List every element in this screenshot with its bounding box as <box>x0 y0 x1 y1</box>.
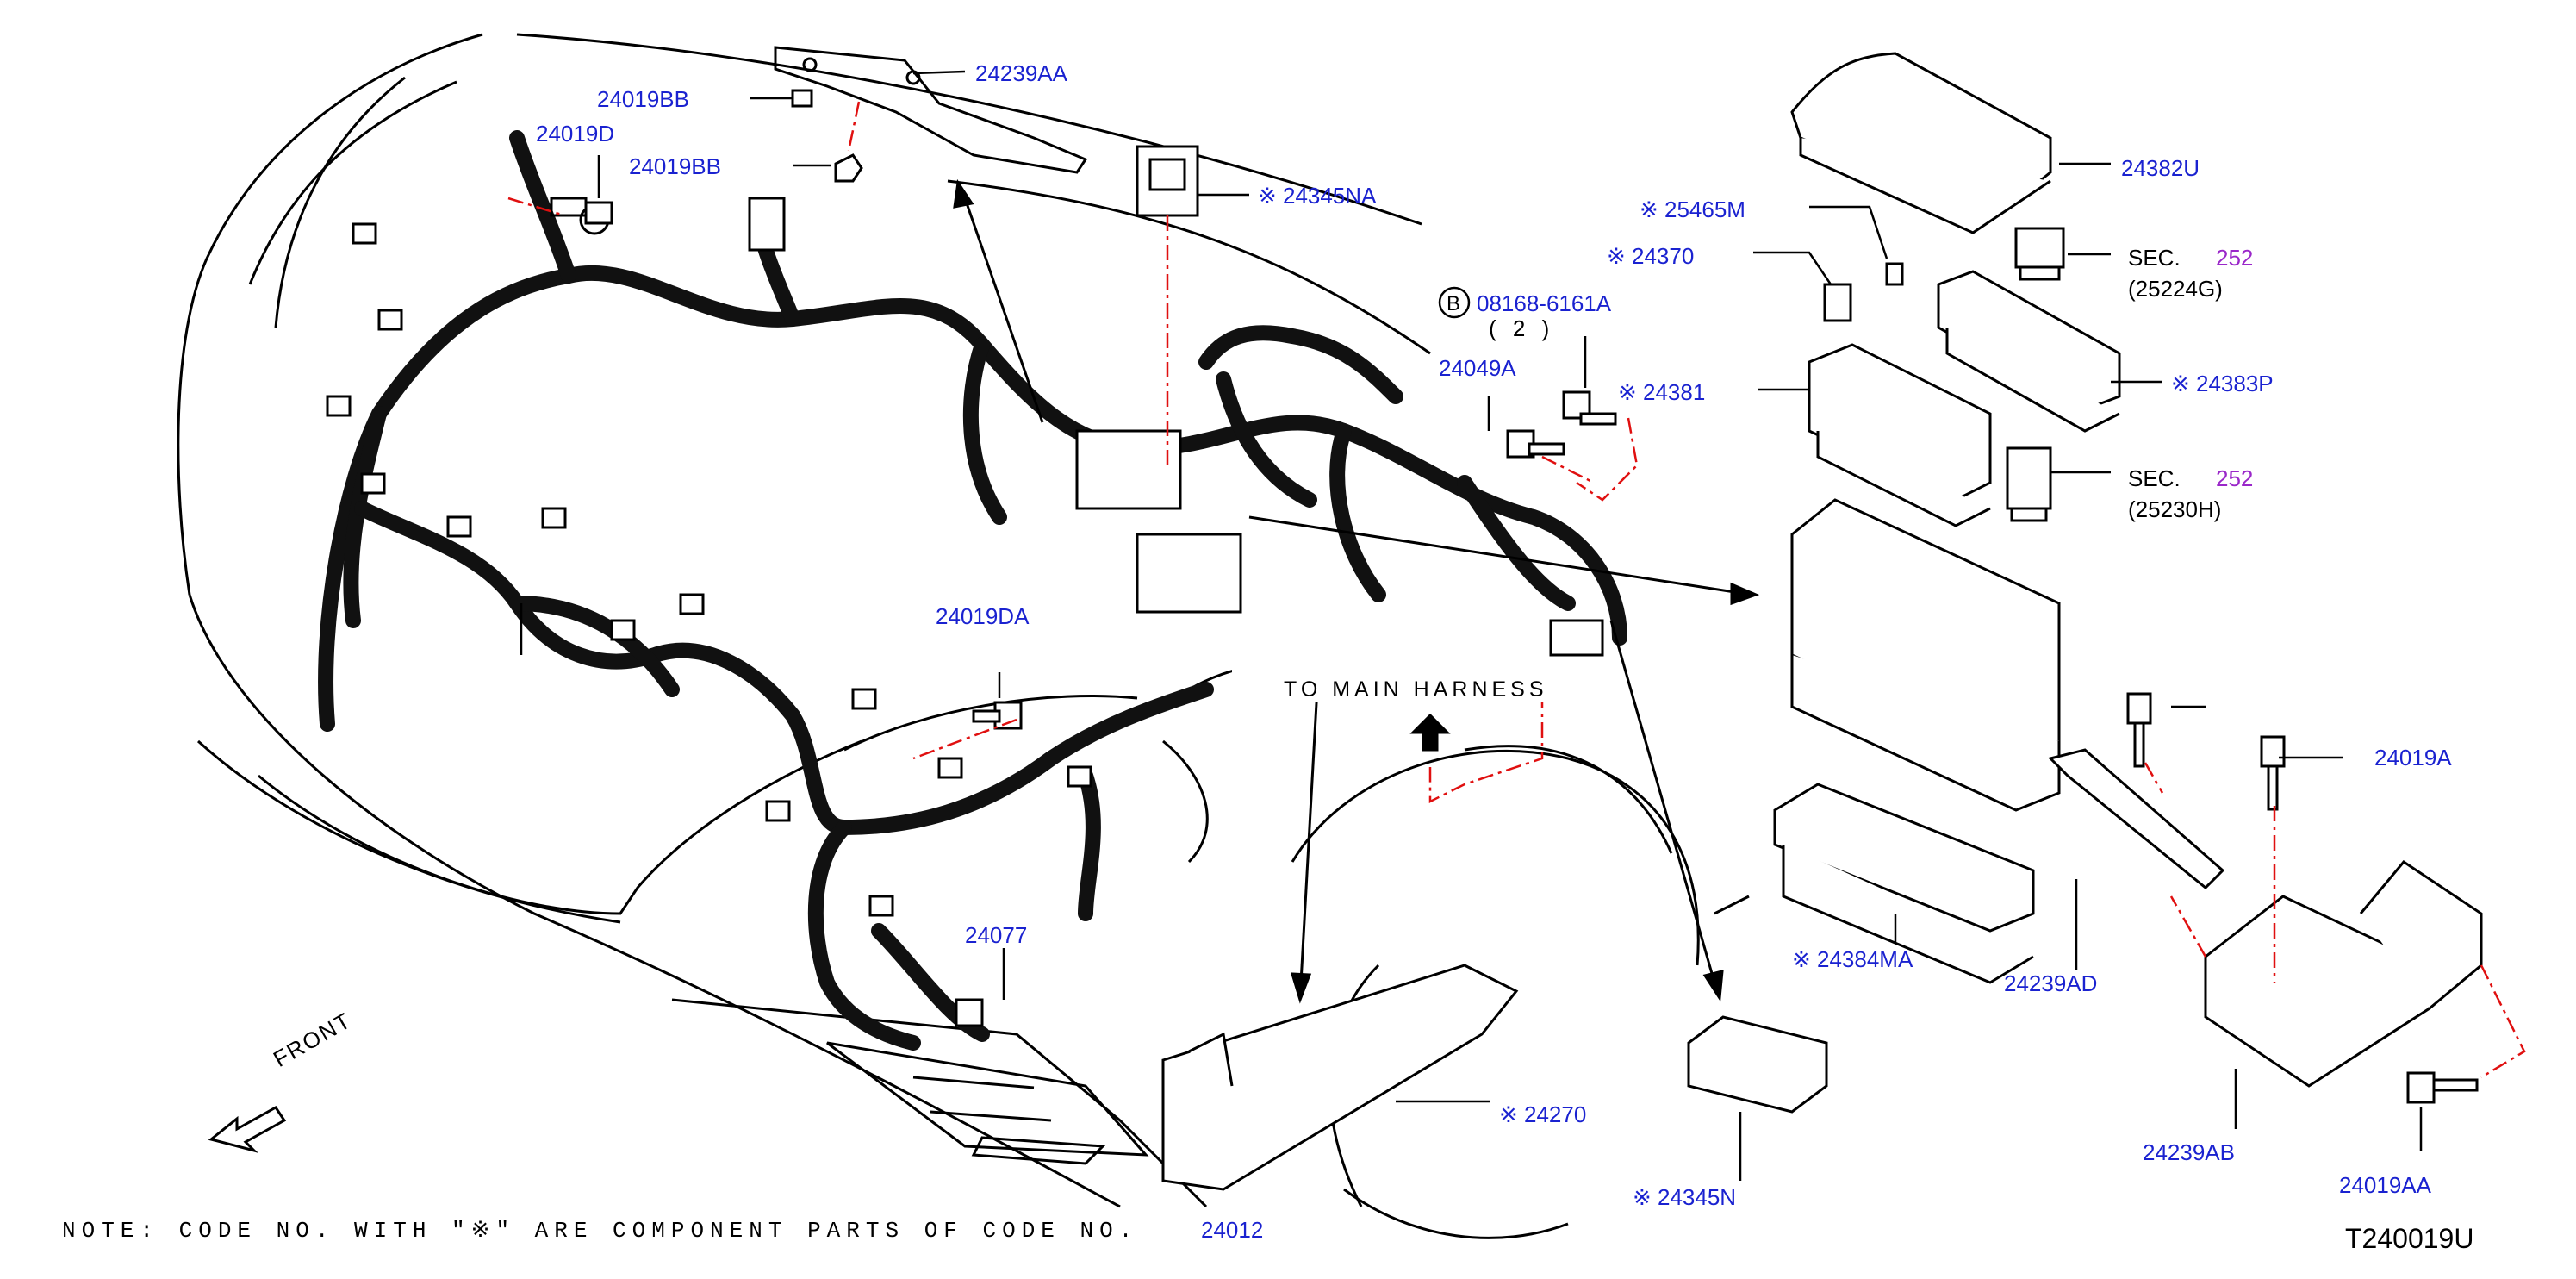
bracket-24239AA <box>774 46 1088 174</box>
bolt-b-circle-icon <box>1438 286 1471 319</box>
label-24239AD: 24239AD <box>2004 970 2098 996</box>
fusebox-body <box>1790 498 2061 812</box>
label-to-main-harness: TO MAIN HARNESS <box>1284 677 1548 702</box>
front-arrow-icon <box>208 1106 287 1153</box>
direction-arrows <box>953 178 1760 1004</box>
label-24270: ※ 24270 <box>1499 1101 1587 1127</box>
label-sec1-sub: (25224G) <box>2128 276 2223 302</box>
label-24019A: 24019A <box>2374 745 2452 771</box>
label-25465M: ※ 25465M <box>1640 197 1745 222</box>
label-24019BB-top: 24019BB <box>597 86 689 112</box>
protector-24270 <box>1161 964 1519 1191</box>
label-24019D: 24019D <box>536 121 615 147</box>
label-sec1-prefix: SEC. <box>2128 245 2181 271</box>
label-24019BB-mid: 24019BB <box>629 153 721 179</box>
label-24239AA: 24239AA <box>975 60 1067 86</box>
label-08168-qty: ( 2 ) <box>1489 315 1555 341</box>
relay-block-24381 <box>1808 343 1992 527</box>
leader-lines <box>520 70 2423 1181</box>
bolt-b-letter: B <box>1447 292 1461 315</box>
bracket-24239AD <box>2048 748 2225 890</box>
harness-connectors <box>326 197 1604 1027</box>
fuse-block-24383P <box>1937 270 2121 433</box>
label-sec1-num: 252 <box>2216 245 2254 271</box>
label-24383P: ※ 24383P <box>2171 371 2274 396</box>
label-24239AB: 24239AB <box>2143 1139 2235 1165</box>
footnote: NOTE: CODE NO. WITH "※" ARE COMPONENT PA… <box>62 1218 1139 1244</box>
label-24370: ※ 24370 <box>1607 243 1695 269</box>
label-24382U: 24382U <box>2121 155 2200 181</box>
label-24077: 24077 <box>965 922 1028 948</box>
label-24019AA: 24019AA <box>2339 1172 2431 1198</box>
label-24049A: 24049A <box>1439 355 1516 381</box>
relay-25230H <box>2006 446 2052 522</box>
label-24345N: ※ 24345N <box>1633 1184 1737 1210</box>
footnote-code: 24012 <box>1201 1217 1264 1243</box>
ipdm-24384MA <box>1773 783 2035 984</box>
label-24381: ※ 24381 <box>1618 379 1706 405</box>
connector-24345N <box>1687 1015 1828 1114</box>
label-sec2-sub: (25230H) <box>2128 496 2222 522</box>
label-sec2-num: 252 <box>2216 465 2254 491</box>
label-sec2-prefix: SEC. <box>2128 465 2181 491</box>
label-08168-6161A: 08168-6161A <box>1477 290 1612 316</box>
red-leader-lines <box>507 101 2526 1079</box>
label-24019DA: 24019DA <box>936 603 1030 629</box>
fusebox-cover-24382U <box>1790 52 2052 234</box>
small-fuses <box>1823 262 1904 322</box>
connector-24345NA <box>1136 145 1199 217</box>
bracket-24239AB <box>2204 860 2483 1088</box>
harness-overlap-backdrop <box>1232 659 1585 702</box>
relay-25224G <box>2014 227 2065 281</box>
vehicle-body-outline <box>177 33 1750 1239</box>
label-24384MA: ※ 24384MA <box>1792 946 1913 972</box>
bolts <box>584 201 2479 1104</box>
label-24345NA: ※ 24345NA <box>1258 183 1377 209</box>
diagram-id: T240019U <box>2345 1223 2474 1254</box>
